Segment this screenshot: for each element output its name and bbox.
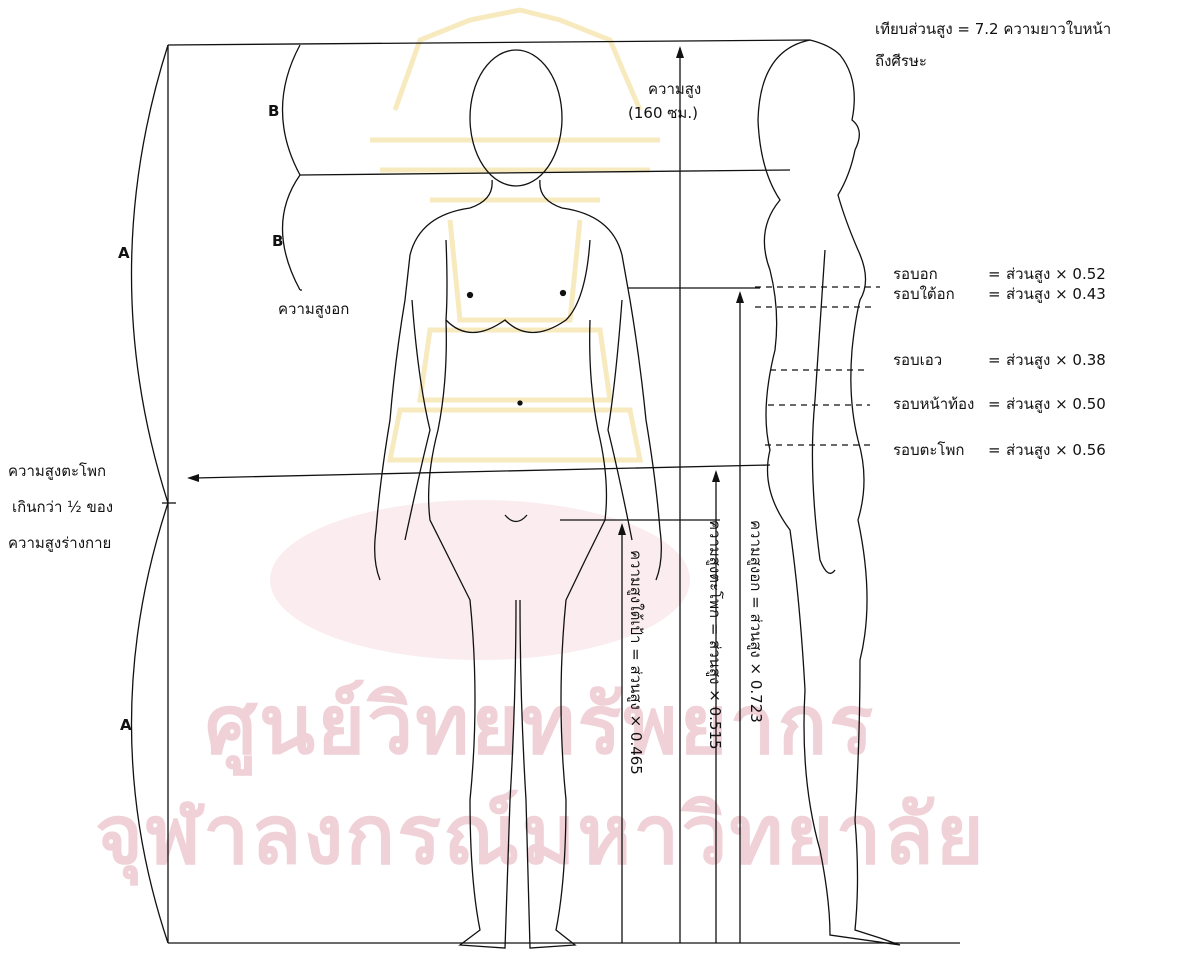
b-top-label: B [268, 102, 279, 120]
hip-level-line [195, 465, 770, 478]
girth-underbust: รอบใต้อก=ส่วนสูง × 0.43 [893, 282, 1106, 306]
height-title: ความสูง [648, 80, 701, 98]
a-top-arc [132, 45, 169, 503]
side-figure [758, 40, 900, 945]
side-arm [812, 250, 835, 573]
girth-sep: = [988, 395, 1006, 413]
b-top-arc [283, 45, 301, 175]
watermark-emblem [370, 10, 660, 460]
girth-formula: ส่วนสูง × 0.56 [1006, 438, 1106, 462]
bust-height-label: ความสูงอก [278, 300, 349, 318]
hip-height-text: ความสูงตะโพก = ส่วนสูง × 0.515 [703, 520, 727, 750]
girth-hip: รอบตะโพก=ส่วนสูง × 0.56 [893, 438, 1106, 462]
crotch-height-text: ความสูงใต้เป้า = ส่วนสูง × 0.465 [624, 550, 648, 775]
girth-name: รอบเอว [893, 348, 988, 372]
side-head-body [758, 40, 900, 945]
front-navel [518, 401, 522, 405]
hip-height-line-1: ความสูงตะโพก [8, 462, 106, 480]
girth-name: รอบใต้อก [893, 282, 988, 306]
front-head [470, 50, 562, 186]
hip-height-line-2: เกินกว่า ½ ของ [12, 498, 113, 516]
girth-waist: รอบเอว=ส่วนสูง × 0.38 [893, 348, 1106, 372]
girth-sep: = [988, 285, 1006, 303]
ratio-line-1: เทียบส่วนสูง = 7.2 ความยาวใบหน้า [875, 20, 1111, 38]
height-value: (160 ซม.) [628, 104, 698, 122]
bust-height-text: ความสูงอก = ส่วนสูง × 0.723 [744, 520, 768, 723]
girth-sep: = [988, 265, 1006, 283]
girth-abdomen: รอบหน้าท้อง=ส่วนสูง × 0.50 [893, 392, 1106, 416]
bust-arrowhead [736, 291, 744, 303]
girth-name: รอบตะโพก [893, 438, 988, 462]
girth-name: รอบหน้าท้อง [893, 392, 988, 416]
height-arrowhead [676, 46, 684, 58]
front-nipple-left [468, 293, 473, 298]
hip-arrowhead [712, 470, 720, 482]
ratio-line-2: ถึงศีรษะ [875, 52, 927, 70]
hip-left-arrowhead [187, 474, 199, 482]
hip-height-line-3: ความสูงร่างกาย [8, 534, 111, 552]
b-bottom-label: B [272, 232, 283, 250]
girth-sep: = [988, 351, 1006, 369]
girth-sep: = [988, 441, 1006, 459]
a-top-label: A [118, 244, 130, 262]
b-bottom-arc [283, 175, 301, 290]
front-figure [375, 50, 662, 948]
top-line [168, 40, 810, 45]
girth-formula: ส่วนสูง × 0.38 [1006, 348, 1106, 372]
girth-formula: ส่วนสูง × 0.43 [1006, 282, 1106, 306]
front-nipple-right [561, 291, 566, 296]
girth-formula: ส่วนสูง × 0.50 [1006, 392, 1106, 416]
a-bottom-label: A [120, 716, 132, 734]
a-bottom-arc [132, 503, 169, 943]
